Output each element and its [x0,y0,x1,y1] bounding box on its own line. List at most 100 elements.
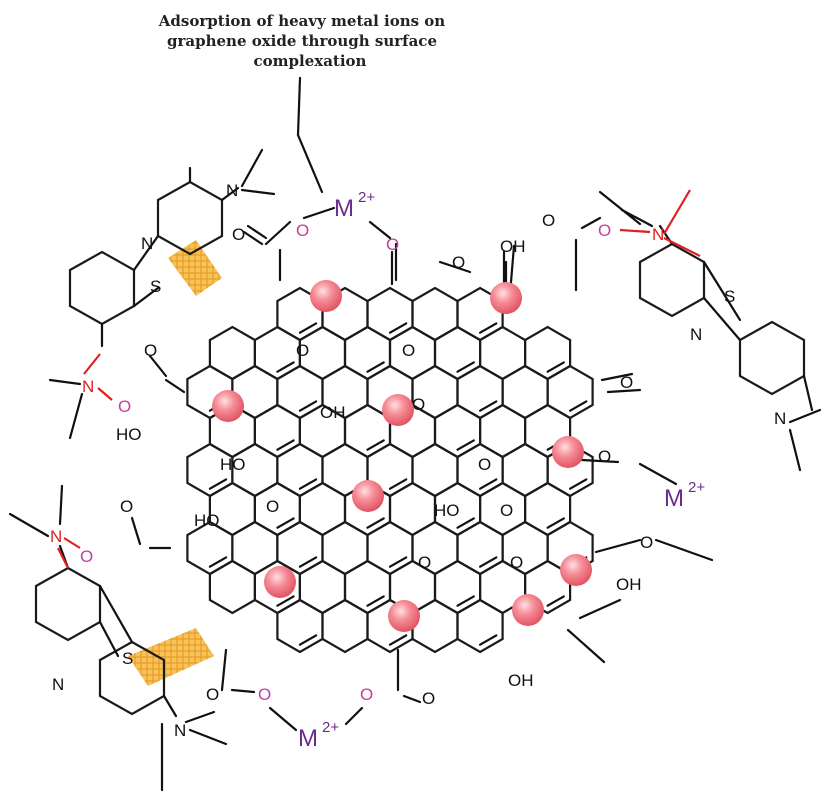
double-bond-line [479,556,498,568]
double-bond-line [568,478,588,490]
double-bond-line [276,361,295,373]
graphene-hexagon [321,598,369,654]
graphene-hexagon [298,481,347,537]
double-bond-line [388,478,408,490]
atom-o-epoxy-5: O [266,497,279,516]
double-bond-line [208,556,228,568]
hydroxyl-center-2: HO [434,501,460,520]
hydroxyl-center: OH [320,403,346,422]
double-bond-line [546,595,565,607]
metal-ion-symbol-bottom: M [298,725,318,752]
graphene-hexagon [479,325,527,381]
adsorption-site [552,436,584,468]
graphene-hexagon [411,598,459,654]
metal-ion-bottom: M 2+ [268,706,364,752]
double-bond-line [276,517,295,529]
title-leader-line [296,76,324,194]
atom-o-coord-5: O [80,547,93,566]
hydroxyl-right: OH [616,575,642,594]
methyl-bonds-bottom-left [160,710,228,792]
atom-s-top-left: S [150,277,161,296]
double-bond-line [276,595,295,607]
double-bond-line [298,634,318,646]
atom-n-amine-top-left: N [226,181,238,200]
atom-o-ether-1: O [598,447,611,466]
iminium-bonds-right [619,189,701,257]
atom-s-bottom-left: S [122,649,133,668]
atom-o-epoxy-8: O [510,553,523,572]
atom-n-iminium-bottom: N [50,527,62,546]
adsorption-sites [212,280,592,632]
pi-stacking-region-bottom [128,628,214,686]
adsorption-site [212,390,244,422]
metal-ion-top: M 2+ [302,189,392,240]
double-bond-line [479,634,498,646]
hydroxyl-bottom: OH [508,671,534,690]
atom-o-carbonyl-7: O [206,685,219,704]
metal-ion-symbol-top: M [334,195,354,222]
atom-o-epoxy-1: O [296,341,309,360]
hydroxyl-left: HO [116,425,142,444]
double-bond-line [456,595,475,607]
double-bond-line [479,400,498,412]
hydroxyl-top: OH [500,237,526,256]
double-bond-line [546,361,565,373]
double-bond-line [568,400,588,412]
methyl-bonds-iminium-right [598,190,654,228]
metal-ion-charge-right: 2+ [688,479,705,496]
methyl-bonds-iminium-bottom [8,484,64,538]
edge-bonds [438,260,622,664]
metal-ion-charge-top: 2+ [358,189,375,206]
iminium-bonds-left [83,353,113,401]
double-bond-line [298,478,318,490]
title-line-3: complexation [254,52,367,70]
adsorption-site [490,282,522,314]
atom-o-carbonyl-3: O [542,211,555,230]
double-bond-line [366,595,385,607]
double-bond-line [479,478,498,490]
graphene-hexagon [298,559,347,615]
double-bond-line [546,517,565,529]
atom-o-ether-2: O [640,533,653,552]
hydroxyl-left-2: HO [220,455,246,474]
atom-n-iminium-left: N [82,377,94,396]
atom-n-amine-bottom-left: N [174,721,186,740]
graphene-hexagon [231,520,279,576]
adsorption-site [388,600,420,632]
graphene-hexagon [479,403,527,459]
graphene-hexagon [501,364,549,420]
methyl-bonds-right [788,408,822,472]
adsorption-site [264,566,296,598]
atom-s-right: S [724,287,735,306]
adsorption-site [310,280,342,312]
atom-n-top-left: N [141,234,153,253]
carboxyl-groups [130,216,714,704]
double-bond-line [298,322,318,334]
atom-o-coord-4: O [118,397,131,416]
double-bond-line [366,439,385,451]
double-bond-line [388,634,408,646]
metal-ion-charge-bottom: 2+ [322,719,339,736]
hydroxyl-left-3: HO [194,511,220,530]
adsorption-site [560,554,592,586]
double-bond-line [456,517,475,529]
atom-o-carbonyl-8: O [422,689,435,708]
atom-o-coord-6: O [258,685,271,704]
atom-o-epoxy-6: O [500,501,513,520]
atom-n-amine-right: N [774,409,786,428]
graphene-hexagon [411,286,459,342]
atom-o-coord-7: O [360,685,373,704]
atom-n-bottom-left: N [52,675,64,694]
double-bond-line [388,556,408,568]
atom-o-coord-2: O [386,235,399,254]
metal-ion-symbol-right: M [664,485,684,512]
double-bond-line [208,478,228,490]
double-bond-line [276,439,295,451]
atom-o-carbonyl-6: O [120,497,133,516]
iminium-bonds-bottom [57,537,81,569]
double-bond-line [366,361,385,373]
atom-o-carbonyl-1: O [232,225,245,244]
methyl-bonds-iminium-left [48,378,84,440]
adsorption-site [382,394,414,426]
